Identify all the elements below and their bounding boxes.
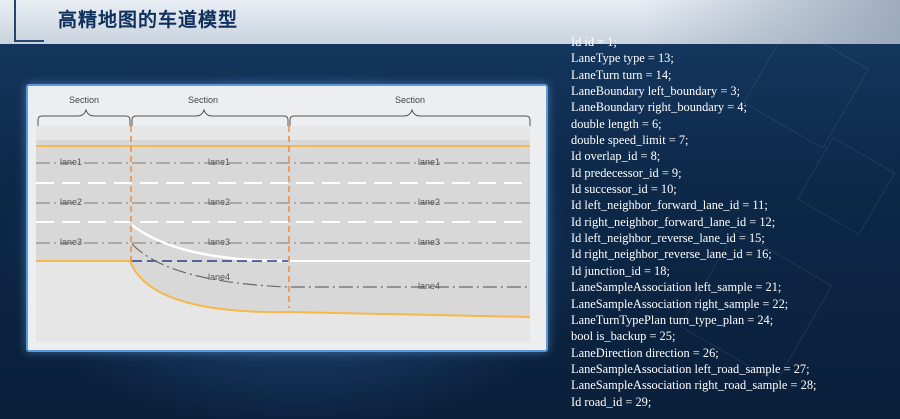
section-brace — [37, 108, 131, 126]
proto-field-line: Id successor_id = 10; — [571, 182, 677, 197]
lane-label: lane2 — [418, 197, 440, 207]
lane-label: lane1 — [418, 157, 440, 167]
lane4-centerline — [131, 243, 530, 288]
proto-field-line: Id road_id = 29; — [571, 394, 652, 409]
proto-field-line: LaneBoundary right_boundary = 4; — [571, 100, 747, 115]
proto-field-line: LaneType type = 13; — [571, 51, 674, 66]
section-label: Section — [395, 95, 425, 105]
proto-field-line: Id left_neighbor_forward_lane_id = 11; — [571, 198, 768, 213]
proto-field-line: Id predecessor_id = 9; — [571, 165, 682, 180]
road-shoulder — [36, 126, 530, 140]
title-band — [0, 0, 900, 44]
merge-curve-boundary — [131, 224, 289, 263]
proto-field-line: LaneTurnTypePlan turn_type_plan = 24; — [571, 312, 774, 327]
proto-field-line: Id right_neighbor_forward_lane_id = 12; — [571, 214, 776, 229]
proto-field-line: LaneSampleAssociation left_sample = 21; — [571, 280, 782, 295]
proto-field-line: double speed_limit = 7; — [571, 133, 689, 148]
proto-field-line: Id junction_id = 18; — [571, 263, 670, 278]
right-road-boundary — [36, 260, 531, 318]
proto-field-line: Id overlap_id = 8; — [571, 149, 661, 164]
proto-field-line: LaneTurn turn = 14; — [571, 67, 672, 82]
section-brace — [289, 108, 531, 126]
lane-label: lane3 — [60, 237, 82, 247]
proto-field-line: Id id = 1; — [571, 35, 617, 49]
proto-field-line: Id left_neighbor_reverse_lane_id = 15; — [571, 231, 765, 246]
lane-label: lane2 — [60, 197, 82, 207]
lane-label: lane3 — [418, 237, 440, 247]
section-label: Section — [69, 95, 99, 105]
lane-label: lane4 — [208, 272, 230, 282]
proto-field-line: LaneBoundary left_boundary = 3; — [571, 84, 741, 99]
proto-field-line: Id right_neighbor_reverse_lane_id = 16; — [571, 247, 772, 262]
road-outer-area — [36, 261, 530, 342]
slide-title: 高精地图的车道模型 — [58, 9, 239, 31]
section-brace — [131, 108, 289, 126]
proto-field-line: LaneDirection direction = 26; — [571, 345, 719, 360]
lane-label: lane3 — [208, 237, 230, 247]
lane-label: lane4 — [418, 281, 440, 291]
proto-field-line: LaneSampleAssociation right_sample = 22; — [571, 296, 789, 311]
section-label: Section — [188, 95, 218, 105]
proto-field-line: LaneSampleAssociation right_road_sample … — [571, 378, 817, 393]
lane-diagram-svg: Section Section Section lane1 lane1 lane… — [36, 95, 531, 342]
lane-proto-fields: Id id = 1; LaneType type = 13;LaneTurn tu… — [571, 34, 816, 410]
lane-label: lane1 — [60, 157, 82, 167]
corner-frame-decoration — [14, 0, 44, 42]
proto-field-line: bool is_backup = 25; — [571, 329, 676, 344]
proto-field-line: double length = 6; — [571, 116, 662, 131]
lane-label: lane1 — [208, 157, 230, 167]
proto-field-line: LaneSampleAssociation left_road_sample =… — [571, 361, 810, 376]
lane-label: lane2 — [208, 197, 230, 207]
lane-model-diagram: Section Section Section lane1 lane1 lane… — [26, 84, 548, 352]
